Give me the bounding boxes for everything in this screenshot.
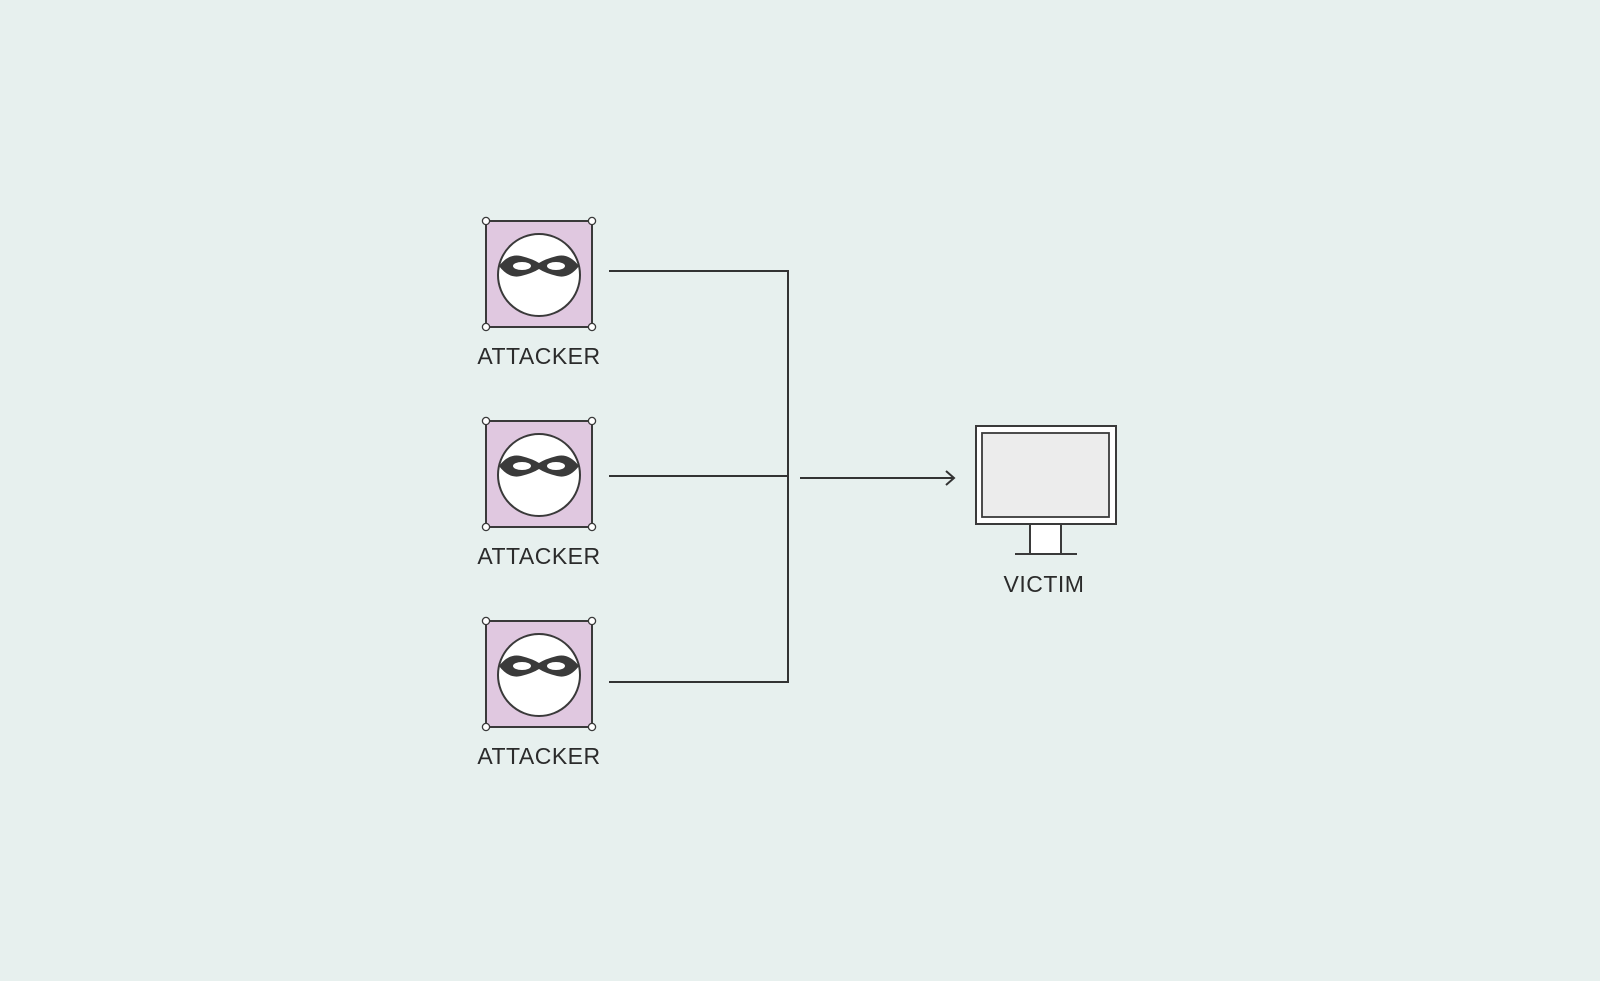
attacker-label-1: ATTACKER (477, 343, 601, 369)
arrow-right-icon (800, 470, 956, 486)
selection-handle (587, 322, 597, 332)
attacker-node-2 (481, 416, 597, 532)
selection-handle (481, 416, 491, 426)
selection-handle (481, 722, 491, 732)
attacker-label-2: ATTACKER (477, 543, 601, 569)
selection-handle (587, 616, 597, 626)
selection-handle (587, 416, 597, 426)
masked-attacker-icon (497, 233, 581, 317)
selection-handle (587, 216, 597, 226)
masked-attacker-icon (497, 433, 581, 517)
selection-handle (587, 722, 597, 732)
computer-monitor-icon (975, 425, 1117, 555)
masked-attacker-icon (497, 633, 581, 717)
connectors (609, 270, 956, 683)
attacker-label-3: ATTACKER (477, 743, 601, 769)
selection-handle (481, 616, 491, 626)
attacker-node-3 (481, 616, 597, 732)
selection-handle (481, 322, 491, 332)
attacker-node-1 (481, 216, 597, 332)
selection-handle (481, 522, 491, 532)
selection-handle (587, 522, 597, 532)
monitor-screen (981, 432, 1110, 518)
monitor-neck (1029, 523, 1062, 555)
victim-label: VICTIM (1003, 571, 1085, 597)
selection-handle (481, 216, 491, 226)
